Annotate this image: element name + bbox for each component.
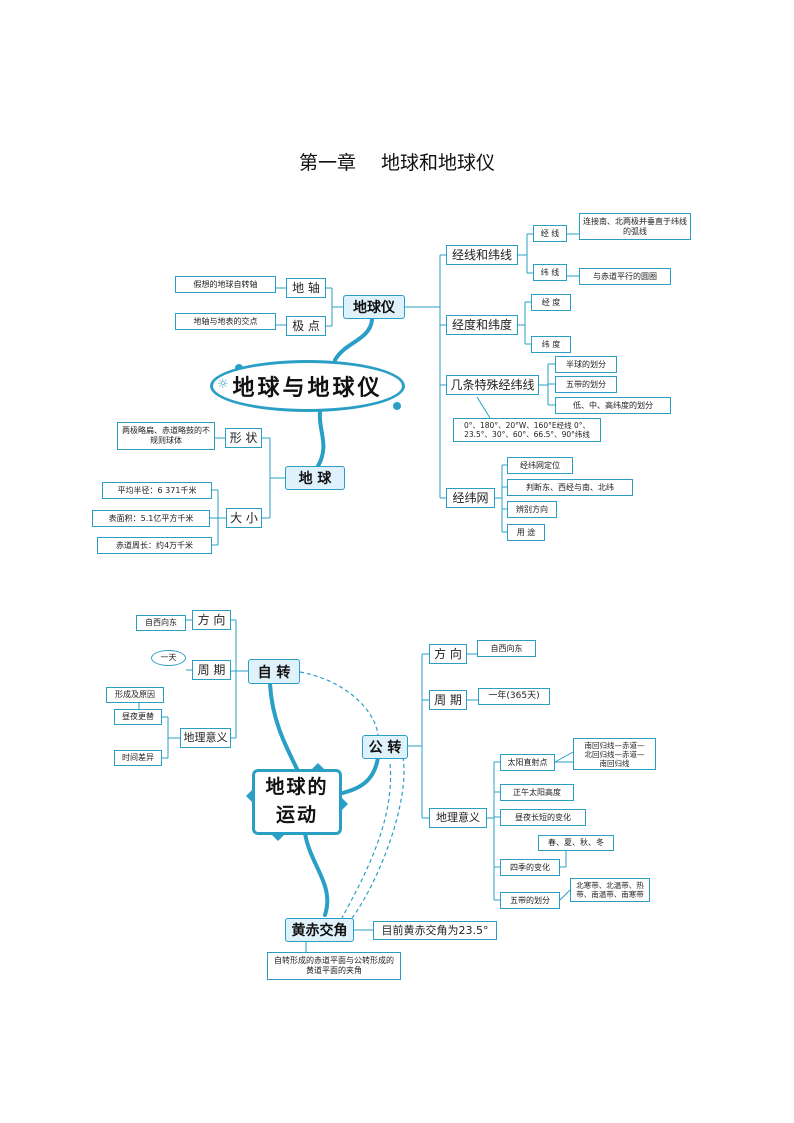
rotation-meaning-time-difference: 时间差异 (114, 750, 162, 766)
revolution-subsolar-point: 太阳直射点 (500, 754, 555, 771)
rotation-meaning-cause: 形成及原因 (106, 687, 164, 703)
obliquity-value: 目前黄赤交角为23.5° (373, 921, 497, 940)
node-revolution-direction: 方 向 (429, 644, 467, 664)
subsolar-path-line-1: 南回归线—赤道— (584, 740, 645, 750)
node-meridians-and-parallels: 经线和纬线 (446, 245, 518, 265)
revolution-five-zones: 五带的划分 (500, 892, 560, 909)
node-revolution-meaning: 地理意义 (429, 808, 487, 828)
node-special-lines: 几条特殊经纬线 (446, 375, 539, 395)
graticule-item-uses: 用 途 (507, 524, 545, 541)
node-longitude-and-latitude: 经度和纬度 (446, 315, 518, 335)
sun-icon: ☼ (217, 377, 229, 392)
rotation-direction-desc: 自西向东 (136, 615, 186, 631)
node-rotation: 自 转 (248, 659, 300, 684)
revolution-day-length: 昼夜长短的变化 (500, 809, 586, 826)
node-shape: 形 状 (225, 428, 262, 448)
special-item-hemispheres: 半球的划分 (555, 356, 617, 373)
center-node-earth-motion: 地球的 运动 (252, 769, 342, 835)
center-line-2: 运动 (275, 804, 318, 826)
node-rotation-period: 周 期 (192, 660, 231, 680)
rotation-meaning-day-night: 昼夜更替 (114, 709, 162, 725)
five-zones-desc: 北寒带、北温带、热带、南温带、南寒带 (570, 878, 650, 902)
shape-desc: 两极略扁、赤道略鼓的不规则球体 (117, 422, 215, 450)
node-rotation-direction: 方 向 (192, 610, 231, 630)
revolution-direction-desc: 自西向东 (477, 640, 536, 657)
revolution-seasons: 四季的变化 (500, 859, 560, 876)
center-line-1: 地球的 (265, 776, 329, 799)
subsolar-path-line-2: 北回归线—赤道— (584, 749, 645, 759)
node-parallel: 纬 线 (533, 264, 567, 281)
node-longitude: 经 度 (531, 294, 571, 311)
earth-axis-desc: 假想的地球自转轴 (175, 276, 276, 293)
node-earth-axis: 地 轴 (286, 278, 326, 298)
rotation-period-desc: 一天 (151, 650, 186, 666)
node-graticule: 经纬网 (446, 488, 495, 508)
center-node-label: 地球与地球仪 (232, 376, 383, 401)
revolution-noon-sun-height: 正午太阳高度 (500, 784, 574, 801)
node-globe: 地球仪 (343, 295, 405, 319)
center-node-earth-and-globe: 地球与地球仪 (210, 360, 405, 412)
size-item-circumference: 赤道周长：约4万千米 (97, 537, 212, 554)
seasons-desc: 春、夏、秋、冬 (538, 835, 614, 851)
size-item-area: 表面积：5.1亿平方千米 (92, 510, 210, 527)
size-item-radius: 平均半径：6 371千米 (102, 482, 212, 499)
pole-desc: 地轴与地表的交点 (175, 313, 276, 330)
obliquity-desc: 自转形成的赤道平面与公转形成的黄道平面的夹角 (267, 952, 401, 980)
graticule-item-locate: 经纬网定位 (507, 457, 573, 474)
node-revolution-period: 周 期 (429, 690, 467, 710)
meridian-desc: 连接南、北两极并垂直于纬线的弧线 (579, 213, 691, 240)
graticule-item-judge: 判断东、西经与南、北纬 (507, 479, 633, 496)
revolution-period-desc: 一年(365天) (478, 688, 550, 705)
special-lines-note: 0°、180°、20°W、160°E经线 0°、23.5°、30°、60°、66… (453, 418, 601, 442)
subsolar-path-line-3: 南回归线 (599, 758, 630, 768)
node-latitude: 纬 度 (531, 336, 571, 353)
special-item-five-zones: 五带的划分 (555, 376, 617, 393)
special-item-latitude-zones: 低、中、高纬度的划分 (555, 397, 671, 414)
node-revolution: 公 转 (362, 735, 408, 759)
graticule-item-direction: 辨别方向 (507, 501, 557, 518)
node-earth: 地 球 (285, 466, 345, 490)
node-pole: 极 点 (286, 316, 326, 336)
node-obliquity: 黄赤交角 (285, 918, 354, 942)
node-size: 大 小 (226, 508, 262, 528)
subsolar-path: 南回归线—赤道— 北回归线—赤道— 南回归线 (573, 738, 656, 770)
node-rotation-meaning: 地理意义 (180, 728, 231, 748)
node-meridian: 经 线 (533, 225, 567, 242)
page-title: 第一章 地球和地球仪 (298, 152, 496, 174)
parallel-desc: 与赤道平行的圆圈 (579, 268, 671, 285)
